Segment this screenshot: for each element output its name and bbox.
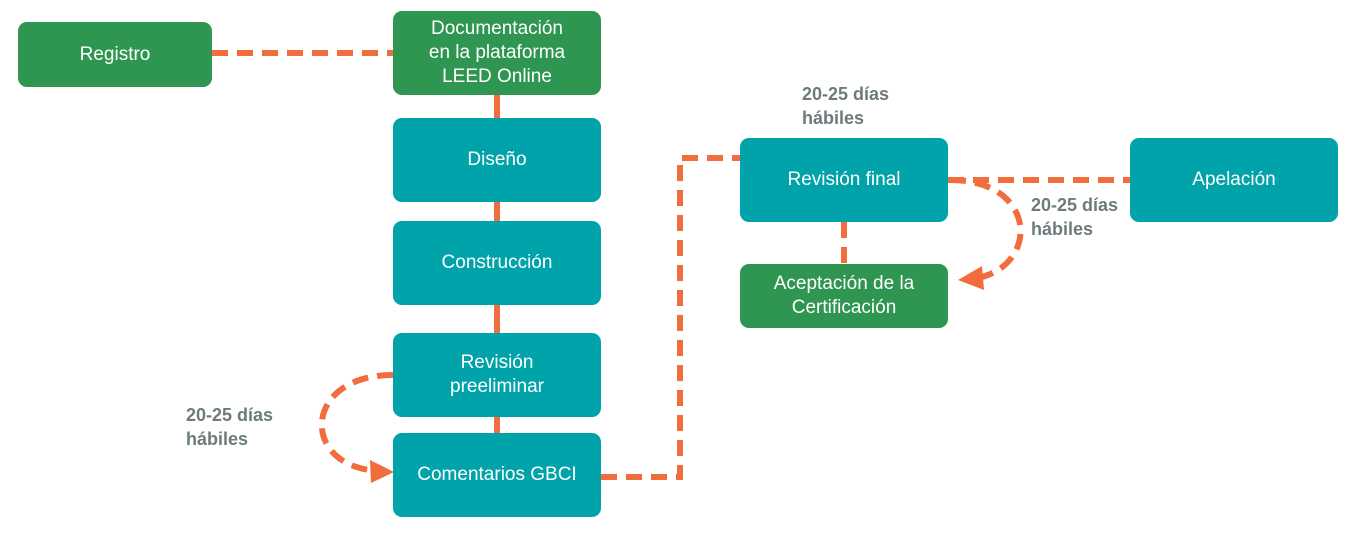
node-construccion: Construcción (393, 221, 601, 305)
node-aceptacion-certificacion: Aceptación de la Certificación (740, 264, 948, 328)
node-revision-preeliminar-line-1: Revisión (460, 352, 534, 373)
note-preliminary-time: 20-25 días hábiles (186, 403, 273, 451)
node-revision-preeliminar: Revisión preeliminar (393, 333, 601, 417)
node-documentacion-line-1: Documentación (430, 18, 564, 39)
arrowhead-aceptacion (958, 266, 984, 290)
node-construccion-label: Construcción (441, 252, 553, 273)
node-aceptacion-line-2: Certificación (791, 297, 897, 318)
arrowhead-comentarios (370, 460, 394, 483)
curved-arrow-preeliminar-comentarios (318, 372, 394, 474)
node-comentarios-gbci-label: Comentarios GBCI (417, 464, 577, 485)
node-comentarios-gbci: Comentarios GBCI (393, 433, 601, 517)
node-revision-preeliminar-line-2: preeliminar (450, 376, 544, 397)
note-final-review-time-line-2: hábiles (802, 108, 865, 128)
node-documentacion-line-2: en la plataforma (428, 42, 566, 63)
node-documentacion-line-3: LEED Online (442, 66, 552, 87)
note-appeal-time-line-2: hábiles (1031, 219, 1094, 239)
note-appeal-time: 20-25 días hábiles (1031, 193, 1118, 241)
node-revision-final-label: Revisión final (787, 169, 901, 190)
note-final-review-time-line-1: 20-25 días (802, 84, 890, 104)
note-appeal-time-line-1: 20-25 días (1031, 195, 1119, 215)
note-preliminary-time-line-2: hábiles (186, 429, 249, 449)
node-apelacion-label: Apelación (1192, 169, 1276, 190)
curved-arrow-final-aceptacion (949, 177, 1024, 282)
node-documentacion: Documentación en la plataforma LEED Onli… (393, 11, 601, 95)
node-diseno-label: Diseño (467, 149, 527, 170)
note-final-review-time: 20-25 días hábiles (802, 82, 889, 130)
node-aceptacion-line-1: Aceptación de la (773, 273, 915, 294)
node-registro-label: Registro (79, 43, 151, 65)
node-registro: Registro (18, 22, 212, 87)
node-apelacion: Apelación (1130, 138, 1338, 222)
note-preliminary-time-line-1: 20-25 días (186, 405, 274, 425)
connector-comentarios-revision-final (601, 155, 740, 480)
node-diseno: Diseño (393, 118, 601, 202)
node-revision-final: Revisión final (740, 138, 948, 222)
